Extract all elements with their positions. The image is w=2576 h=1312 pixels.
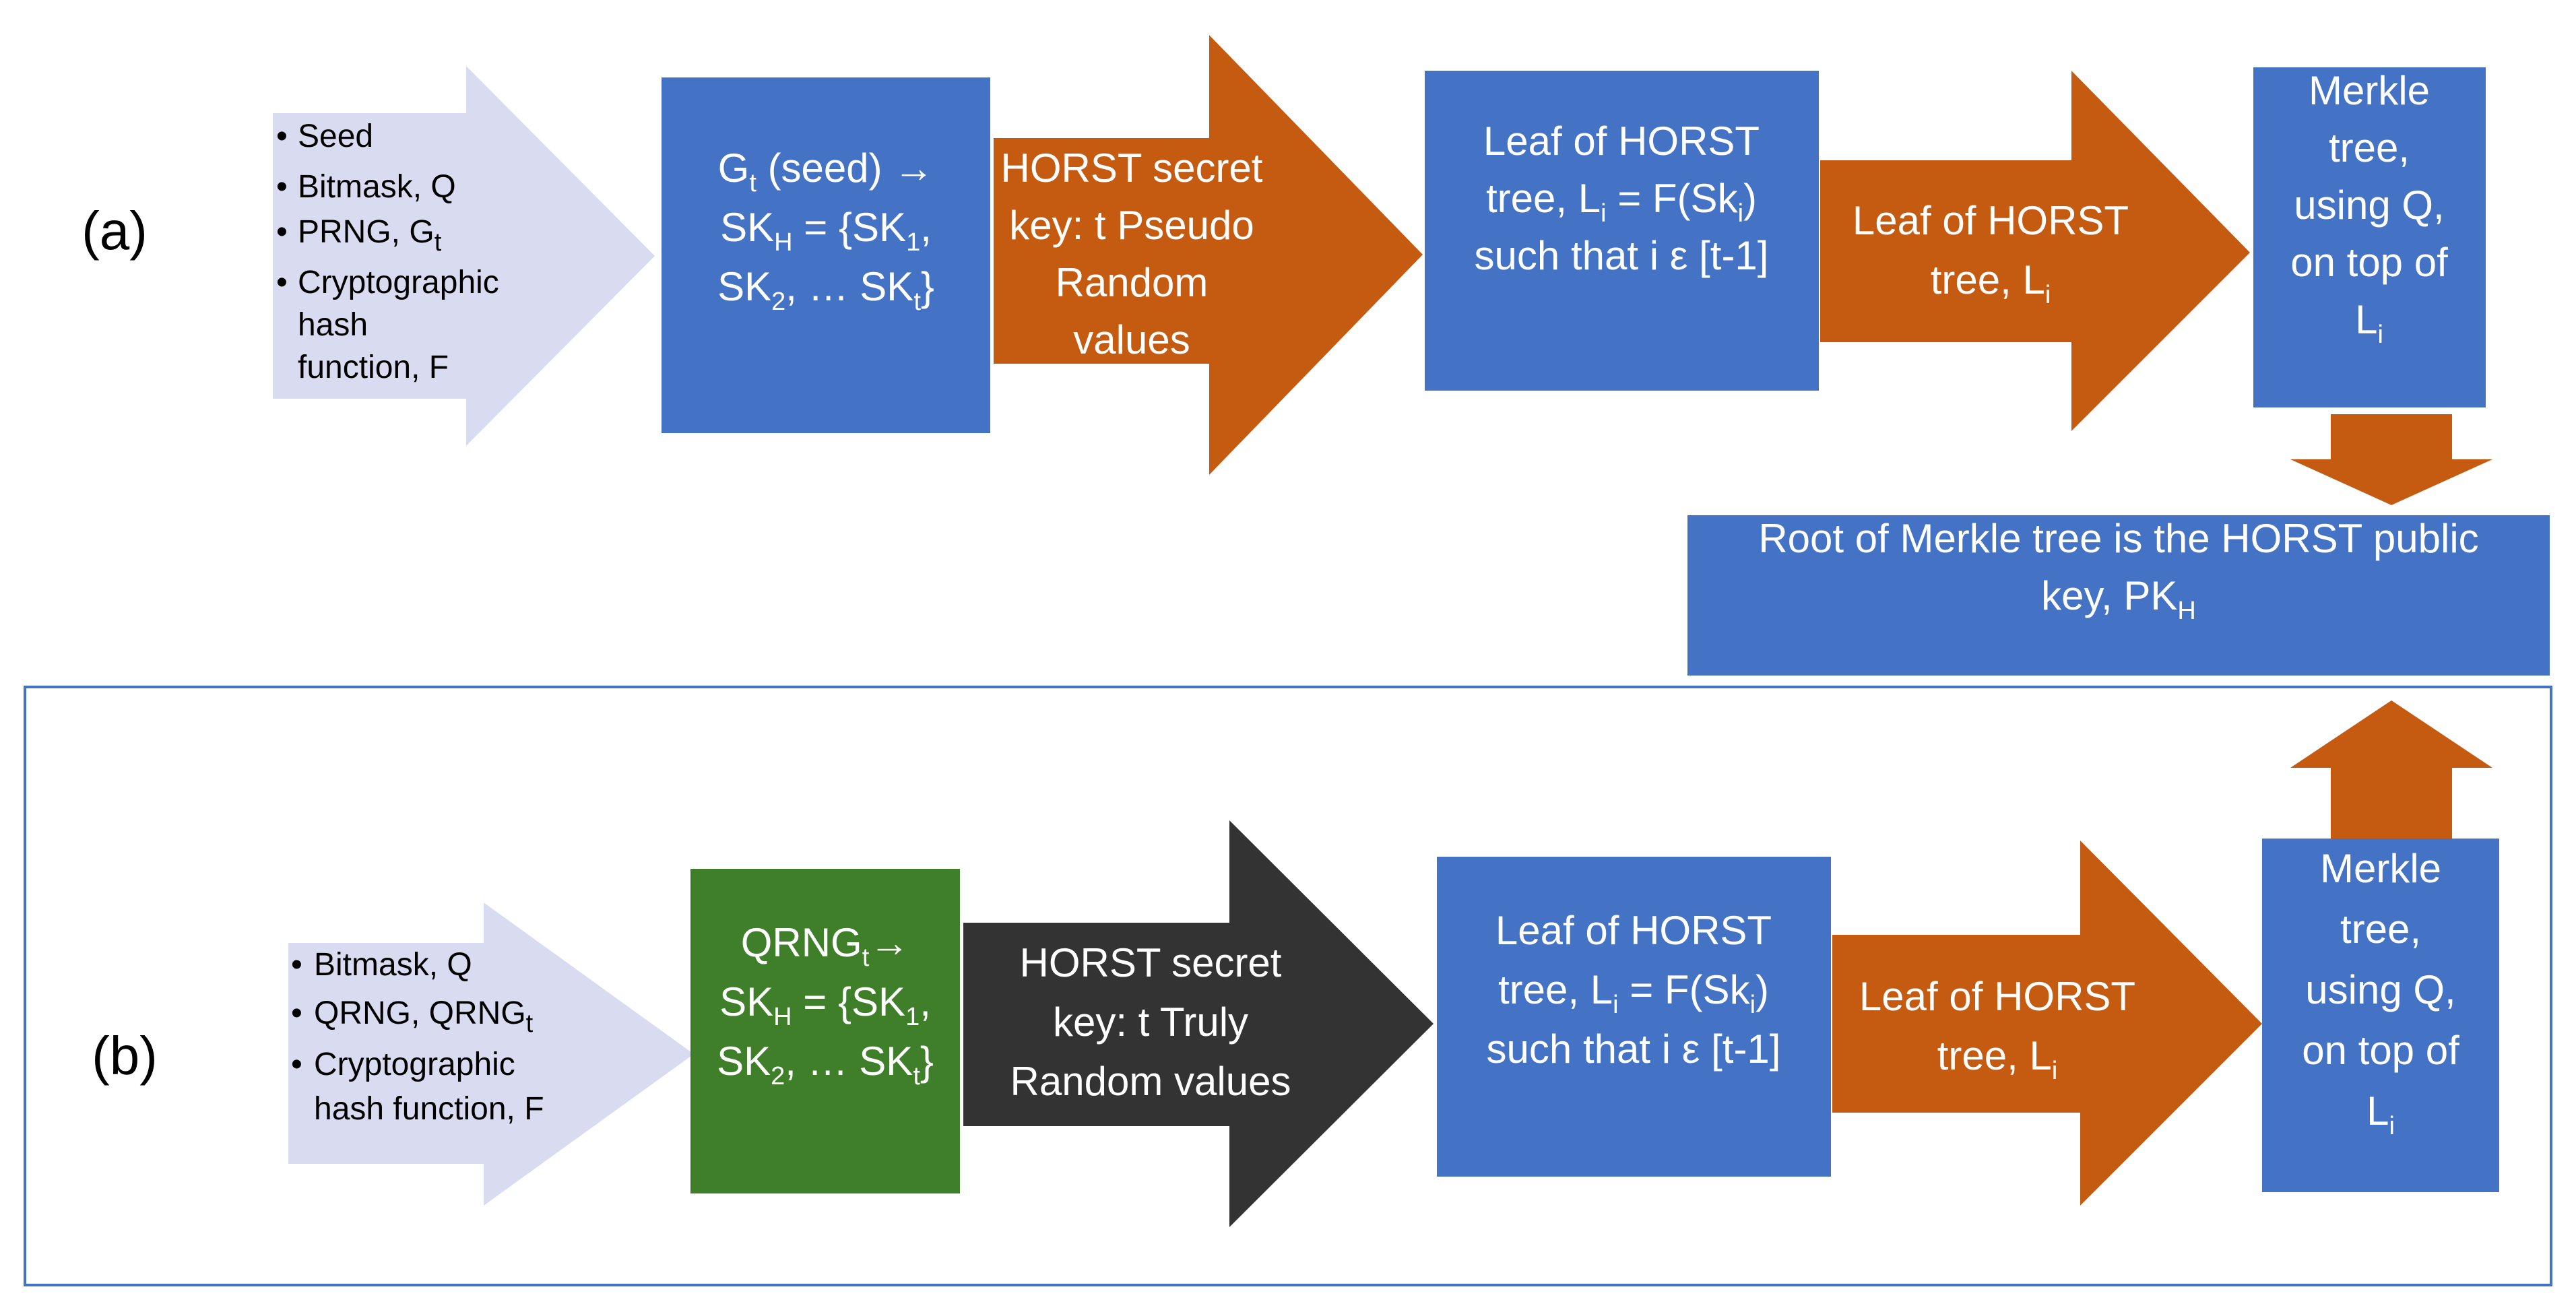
panel-a-input-5: function, F <box>298 350 449 385</box>
panel-b-leaf-arrow-line1: Leaf of HORST <box>1859 974 2135 1019</box>
panel-a-secret-key-arrow <box>994 35 1423 475</box>
panel-b-secret-line3: Random values <box>1010 1059 1291 1104</box>
panel-a-leaf-line2: tree, Li = F(Ski) <box>1486 176 1757 228</box>
panel-a-input-0: Seed <box>298 119 373 154</box>
panel-b-merkle-line4: on top of <box>2302 1028 2459 1073</box>
panel-b-leaf-line2: tree, Li = F(Ski) <box>1498 967 1769 1019</box>
svg-text:•: • <box>291 947 302 983</box>
panel-a-leaf-arrow-line2: tree, Li <box>1931 257 2051 309</box>
panel-b-secret-key-arrow <box>963 820 1434 1227</box>
svg-text:•: • <box>276 119 288 154</box>
panel-a-secret-line2: key: t Pseudo <box>1009 203 1254 248</box>
panel-a-generator-box <box>662 77 990 433</box>
panel-a-input-4: hash <box>298 307 368 343</box>
panel-b-secret-line2: key: t Truly <box>1053 999 1248 1045</box>
panel-b-generator-line3: SK2, … SKt} <box>717 1039 934 1090</box>
panel-b-generator-box <box>690 869 960 1193</box>
panel-b-merkle-line2: tree, <box>2340 907 2421 952</box>
panel-b-input-3: hash function, F <box>314 1091 544 1127</box>
panel-a-leaf-arrow <box>1820 71 2250 431</box>
panel-a-leaf-line3: such that i ε [t-1] <box>1475 233 1769 278</box>
panel-b-generator-line1: QRNGt→ <box>741 920 910 972</box>
panel-b-secret-line1: HORST secret <box>1020 940 1282 985</box>
panel-b-merkle-line5: Li <box>2366 1088 2395 1140</box>
root-line2: key, PKH <box>2041 573 2196 625</box>
panel-a-generator-line1: Gt (seed) → <box>718 145 934 197</box>
panel-a-secret-line3: Random <box>1056 260 1209 305</box>
svg-text:•: • <box>276 169 288 205</box>
panel-a-input-3: Cryptographic <box>298 265 499 300</box>
panel-a-leaf-line1: Leaf of HORST <box>1483 119 1760 164</box>
panel-a-leaf-box <box>1425 71 1819 391</box>
panel-a-leaf-arrow-line1: Leaf of HORST <box>1853 198 2129 243</box>
panel-a-merkle-line5: Li <box>2355 297 2383 349</box>
panel-b-input-arrow <box>288 903 694 1206</box>
svg-text:•: • <box>276 214 288 250</box>
panel-a-input-arrow <box>273 66 655 446</box>
panel-b-leaf-arrow <box>1832 841 2262 1206</box>
root-public-key-box <box>1687 515 2550 676</box>
panel-b-merkle-line1: Merkle <box>2320 846 2441 891</box>
panel-a-merkle-line2: tree, <box>2329 125 2410 170</box>
panel-b-merkle-line3: using Q, <box>2305 967 2455 1012</box>
panel-b-up-arrow <box>2290 700 2492 842</box>
panel-b-leaf-box <box>1437 857 1831 1177</box>
panel-a-merkle-line1: Merkle <box>2309 68 2430 113</box>
panel-b-input-list: • • • Bitmask, Q QRNG, QRNGt Cryptograph… <box>291 947 544 1127</box>
panel-a-input-2: PRNG, Gt <box>298 214 442 257</box>
panel-a-label: (a) <box>82 201 148 261</box>
panel-a-secret-line1: HORST secret <box>1001 145 1263 191</box>
panel-a-input-1: Bitmask, Q <box>298 169 456 205</box>
panel-b-leaf-line3: such that i ε [t-1] <box>1487 1026 1781 1072</box>
panel-b-generator-line2: SKH = {SK1, <box>719 979 931 1031</box>
panel-b-input-2: Cryptographic <box>314 1047 515 1082</box>
panel-a-merkle-line4: on top of <box>2290 240 2448 285</box>
panel-a-input-list: • • • • Seed Bitmask, Q PRNG, Gt Cryptog… <box>276 119 499 385</box>
panel-a-merkle-box <box>2253 67 2486 407</box>
svg-text:•: • <box>276 265 288 300</box>
panel-a-generator-line3: SK2, … SKt} <box>717 264 934 316</box>
panel-a-secret-line4: values <box>1073 317 1190 362</box>
panel-b-frame <box>24 686 2552 1286</box>
panel-a-down-arrow <box>2290 414 2492 505</box>
panel-b-input-0: Bitmask, Q <box>314 947 472 983</box>
panel-b-leaf-arrow-line2: tree, Li <box>1937 1033 2058 1085</box>
root-line1: Root of Merkle tree is the HORST public <box>1758 516 2478 561</box>
panel-a-merkle-line3: using Q, <box>2294 183 2444 228</box>
svg-text:•: • <box>291 995 302 1031</box>
svg-text:•: • <box>291 1047 302 1082</box>
panel-b-label: (b) <box>92 1026 158 1086</box>
panel-a-generator-line2: SKH = {SK1, <box>720 205 932 257</box>
panel-b-merkle-box <box>2262 839 2499 1192</box>
panel-b-input-1: QRNG, QRNGt <box>314 995 534 1038</box>
panel-b-leaf-line1: Leaf of HORST <box>1495 908 1772 953</box>
